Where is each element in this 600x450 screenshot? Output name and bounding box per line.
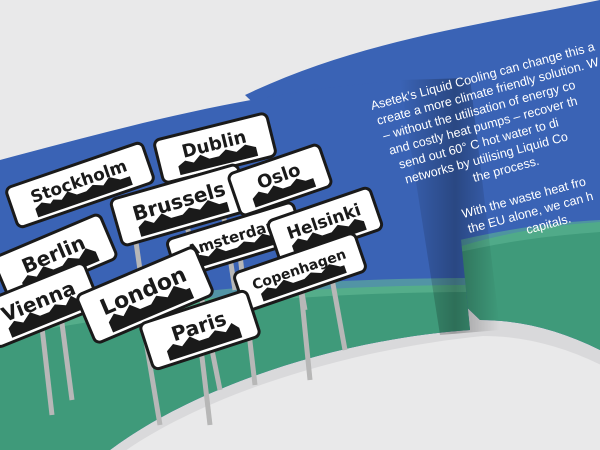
- spine-shadow: [400, 78, 500, 335]
- city-sign-oslo: Oslo: [227, 143, 333, 217]
- city-sign-paris: Paris: [139, 289, 261, 371]
- city-sign-dublin: Dublin: [153, 112, 277, 184]
- city-sign-vienna: Vienna: [0, 262, 101, 348]
